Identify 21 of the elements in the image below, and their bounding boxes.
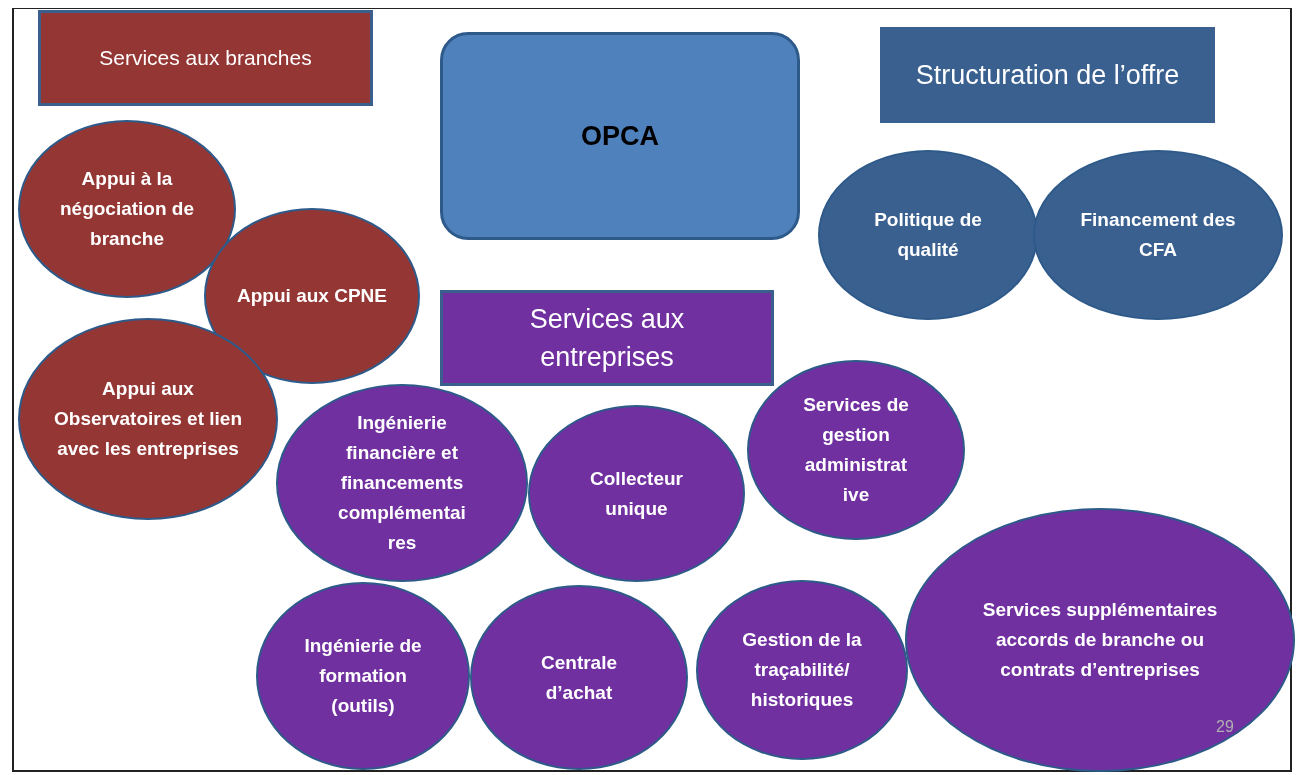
node-label: Appui à la négociation de branche <box>58 167 196 251</box>
central-rounded-box <box>440 32 800 240</box>
node-label: Appui aux Observatoires et lien avec les entreprises <box>53 377 243 461</box>
heading-box <box>880 27 1215 123</box>
node-label: Structuration de l’offre <box>915 59 1180 91</box>
node-label: Ingénierie de formation (outils) <box>303 634 423 718</box>
node-label: Centrale d’achat <box>540 650 618 705</box>
node-label: Collecteur unique <box>589 466 684 521</box>
heading-box <box>440 290 774 386</box>
node-label: Services supplémentaires accords de branche ou contrats d’entreprises <box>981 598 1219 682</box>
node-label: Ingénierie financière et financements complémentai res <box>337 411 467 555</box>
node-label: Services de gestion administrat ive <box>802 393 910 507</box>
node-label: Politique de qualité <box>873 208 983 262</box>
node-label: Financement des CFA <box>1079 208 1237 262</box>
node-label: Gestion de la traçabilité/ historiques <box>741 628 863 712</box>
heading-box <box>38 10 373 106</box>
node-label: Services aux entreprises <box>528 303 686 374</box>
node-label: OPCA <box>581 120 659 152</box>
page-number: 29 <box>1216 718 1234 736</box>
node-label: Services aux branches <box>99 46 312 70</box>
node-label: Appui aux CPNE <box>237 284 387 308</box>
